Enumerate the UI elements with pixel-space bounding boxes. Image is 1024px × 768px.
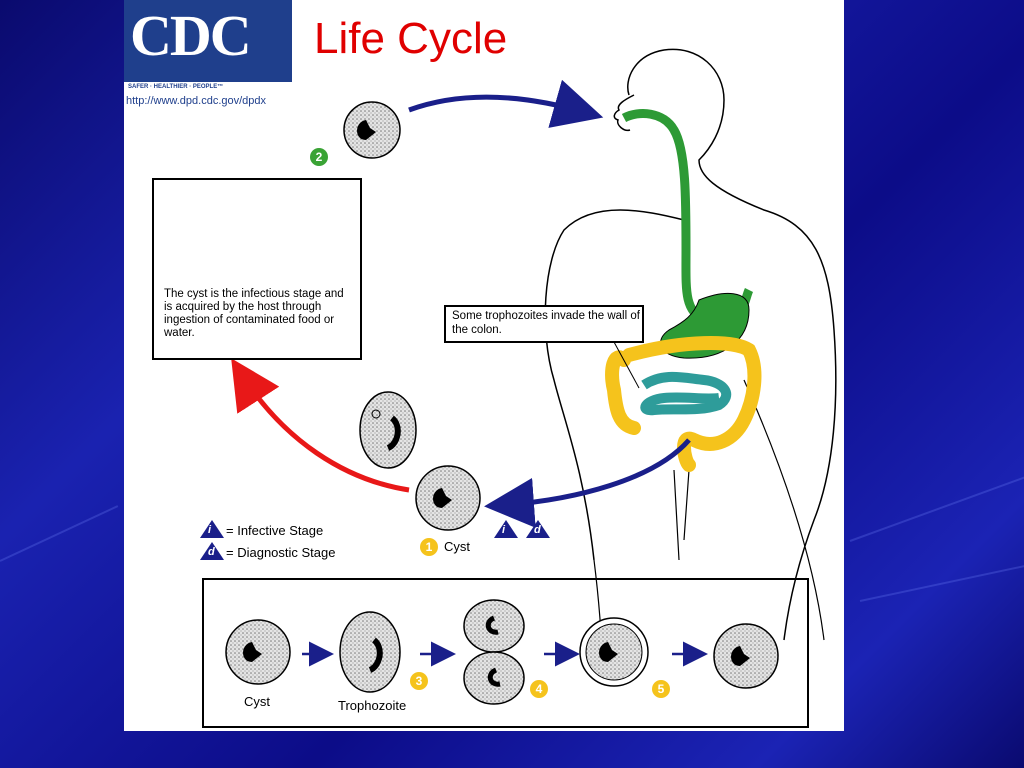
source-url[interactable]: http://www.dpd.cdc.gov/dpdx: [126, 95, 267, 107]
face-profile: [613, 94, 635, 132]
leg-line: [673, 469, 690, 561]
legend-diagnostic-icon: d: [200, 542, 224, 560]
colon-pointer: [613, 341, 640, 389]
stage-precyst: [579, 617, 649, 687]
bg-streak: [849, 471, 1024, 542]
arm-line: [743, 379, 825, 641]
stage-trophozoite: [339, 611, 401, 693]
cyst-top: [343, 101, 401, 159]
cyst-cycle-label: Cyst: [444, 539, 470, 554]
arrow-to-environment: [231, 358, 410, 493]
stage-cyst-2: [713, 623, 779, 689]
infective-description: The cyst is the infectious stage and is …: [164, 288, 344, 339]
stage-dividing: [463, 599, 525, 705]
legend-infective-icon: i: [200, 520, 224, 538]
infective-food-box: The cyst is the infectious stage and is …: [152, 178, 362, 360]
colon-note-box: Some trophozoites invade the wall of the…: [444, 305, 644, 343]
trophozoite-middle: [359, 391, 417, 469]
cyst-bottom: [415, 465, 481, 531]
step-badge-2: 2: [310, 148, 328, 166]
small-intestine: [640, 371, 732, 416]
esophagus: [621, 109, 754, 327]
stage-cyst-1: [225, 619, 291, 685]
slide-title: Life Cycle: [314, 14, 508, 63]
arrow-excretion: [484, 438, 691, 528]
arrow-ingestion: [408, 79, 604, 128]
cdc-logo: CDC: [124, 0, 292, 82]
stage-cyst-label: Cyst: [244, 694, 270, 709]
colon-note-text: Some trophozoites invade the wall of the…: [452, 310, 640, 336]
step-badge-3: 3: [410, 672, 428, 690]
step-badge-1: 1: [420, 538, 438, 556]
legend-infective-label: = Infective Stage: [226, 523, 324, 538]
step-badge-5: 5: [652, 680, 670, 698]
logo-tagline: SAFER · HEALTHIER · PEOPLE™: [128, 84, 224, 90]
bg-streak: [859, 560, 1024, 602]
step-badge-4: 4: [530, 680, 548, 698]
diagnostic-marker: d: [526, 520, 550, 538]
bg-streak: [0, 505, 119, 562]
slide-canvas: CDC SAFER · HEALTHIER · PEOPLE™ http://w…: [124, 0, 844, 731]
colon: [605, 336, 762, 472]
infective-marker: i: [494, 520, 518, 538]
stage-trophozoite-label: Trophozoite: [338, 698, 407, 713]
logo-text: CDC: [130, 3, 252, 68]
torso-right: [783, 329, 837, 641]
legend-diagnostic-label: = Diagnostic Stage: [226, 545, 336, 560]
stages-box: [202, 578, 809, 728]
